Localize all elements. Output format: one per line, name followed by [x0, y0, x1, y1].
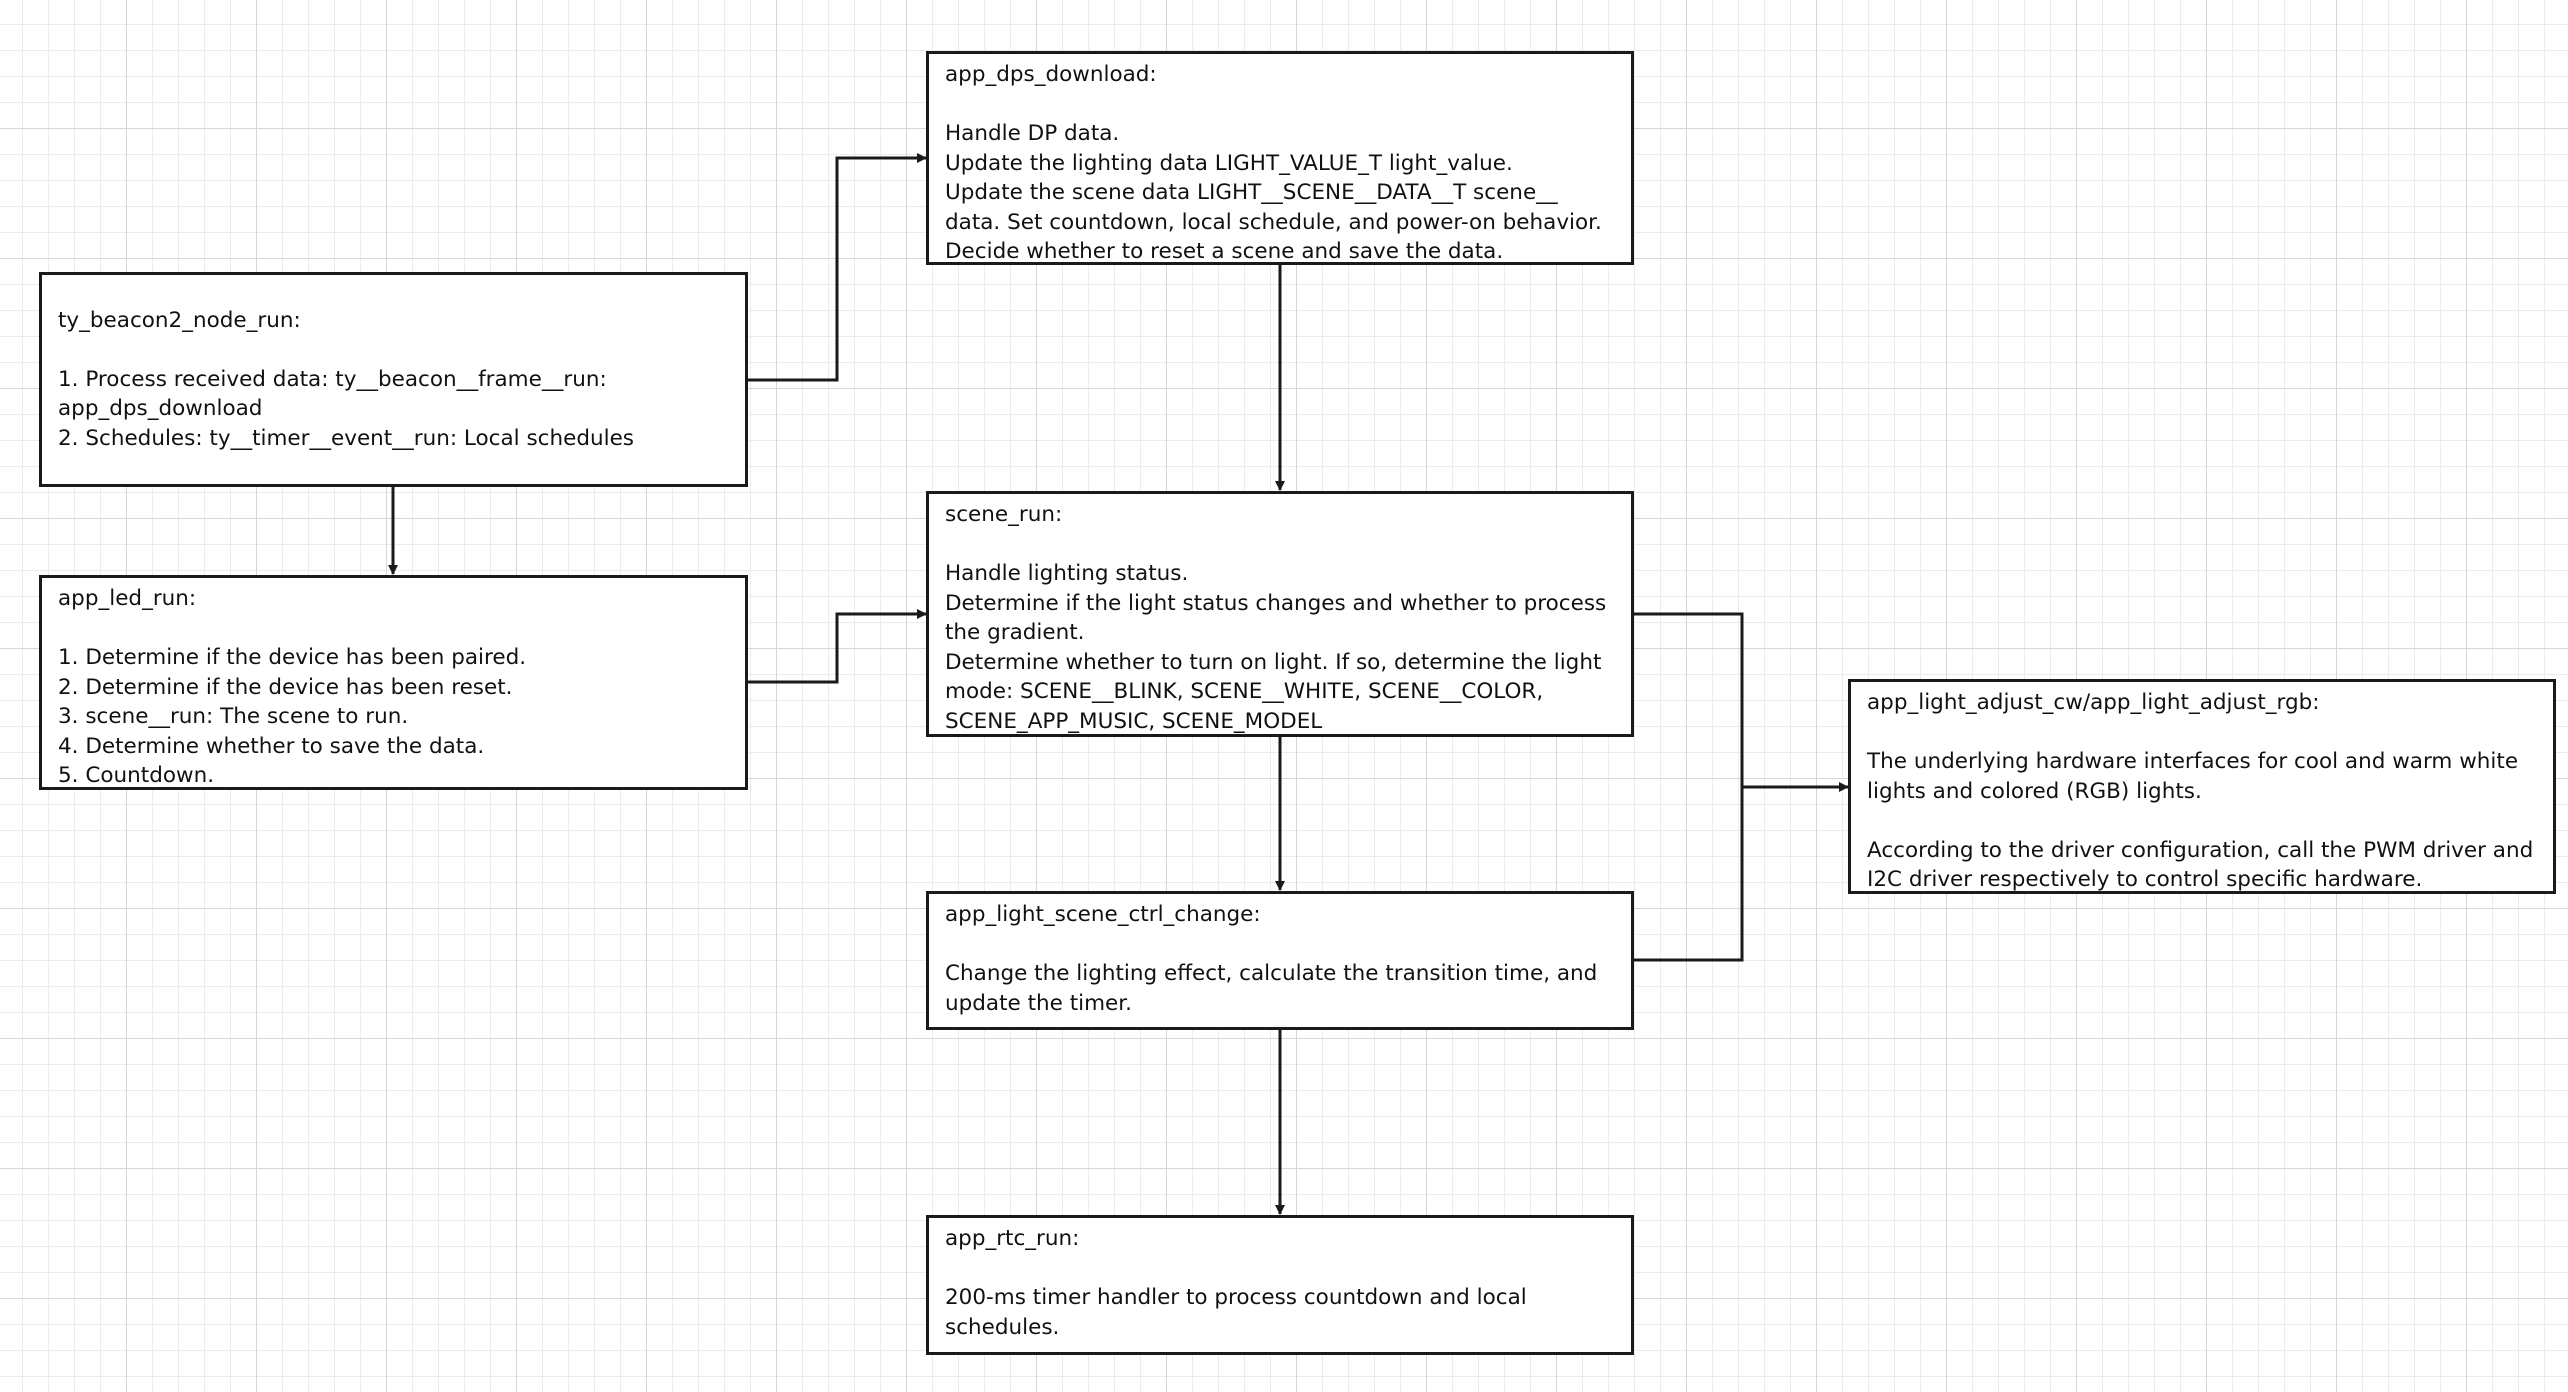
- node-line: the gradient.: [945, 620, 1085, 645]
- node-line: Handle DP data.: [945, 121, 1120, 146]
- node-line: data. Set countdown, local schedule, and…: [945, 209, 1602, 235]
- node-line: update the timer.: [945, 990, 1132, 1016]
- node-title: app_light_adjust_cw/app_light_adjust_rgb…: [1867, 690, 2320, 715]
- node-line: app_dps_download: [58, 396, 263, 422]
- node-title: app_rtc_run:: [945, 1226, 1080, 1251]
- edge-led-to-scene: [747, 609, 927, 684]
- node-line: Update the lighting data LIGHT_VALUE_T l…: [945, 150, 1513, 176]
- node-app-light-adjust: app_light_adjust_cw/app_light_adjust_rgb…: [1848, 679, 2556, 894]
- node-app-led-run: app_led_run: 1. Determine if the device …: [39, 575, 748, 790]
- node-app-light-scene-ctrl-change: app_light_scene_ctrl_change: Change the …: [926, 891, 1634, 1030]
- edge-ctrl-to-adjust: [1634, 787, 1744, 962]
- node-line: Determine whether to turn on light. If s…: [945, 649, 1602, 675]
- node-line: 2. Determine if the device has been rese…: [58, 674, 513, 700]
- node-line: 2. Schedules: ty__timer__event__run: Loc…: [58, 425, 635, 451]
- node-title: app_led_run:: [58, 586, 197, 611]
- node-line: 1. Determine if the device has been pair…: [58, 645, 527, 670]
- node-line: According to the driver configuration, c…: [1867, 837, 2534, 863]
- node-title: app_light_scene_ctrl_change:: [945, 902, 1261, 927]
- edge-beacon-to-dps: [747, 153, 927, 382]
- node-line: Decide whether to reset a scene and save…: [945, 239, 1504, 264]
- node-title: ty_beacon2_node_run:: [58, 307, 301, 333]
- node-line: lights and colored (RGB) lights.: [1867, 778, 2202, 804]
- node-line: 4. Determine whether to save the data.: [58, 733, 485, 759]
- node-line: SCENE_APP_MUSIC, SCENE_MODEL: [945, 708, 1323, 734]
- node-beacon2-node-run: ty_beacon2_node_run: 1. Process received…: [39, 272, 748, 487]
- node-line: mode: SCENE__BLINK, SCENE__WHITE, SCENE_…: [945, 679, 1544, 704]
- node-line: Change the lighting effect, calculate th…: [945, 961, 1598, 986]
- node-line: 200-ms timer handler to process countdow…: [945, 1285, 1527, 1310]
- node-line: Handle lighting status.: [945, 561, 1189, 586]
- node-scene-run: scene_run: Handle lighting status. Deter…: [926, 491, 1634, 737]
- node-app-rtc-run: app_rtc_run: 200-ms timer handler to pro…: [926, 1215, 1634, 1355]
- node-line: I2C driver respectively to control speci…: [1867, 867, 2423, 892]
- node-line: Update the scene data LIGHT__SCENE__DATA…: [945, 180, 1558, 205]
- node-app-dps-download: app_dps_download: Handle DP data. Update…: [926, 51, 1634, 265]
- edge-scene-to-adjust: [1634, 612, 1849, 792]
- node-line: 1. Process received data: ty__beacon__fr…: [58, 366, 607, 392]
- node-line: schedules.: [945, 1314, 1060, 1340]
- node-line: The underlying hardware interfaces for c…: [1867, 749, 2519, 774]
- node-title: scene_run:: [945, 502, 1063, 527]
- node-line: Determine if the light status changes an…: [945, 590, 1607, 616]
- node-line: 3. scene__run: The scene to run.: [58, 704, 409, 729]
- node-line: 5. Countdown.: [58, 763, 215, 788]
- node-title: app_dps_download:: [945, 62, 1157, 87]
